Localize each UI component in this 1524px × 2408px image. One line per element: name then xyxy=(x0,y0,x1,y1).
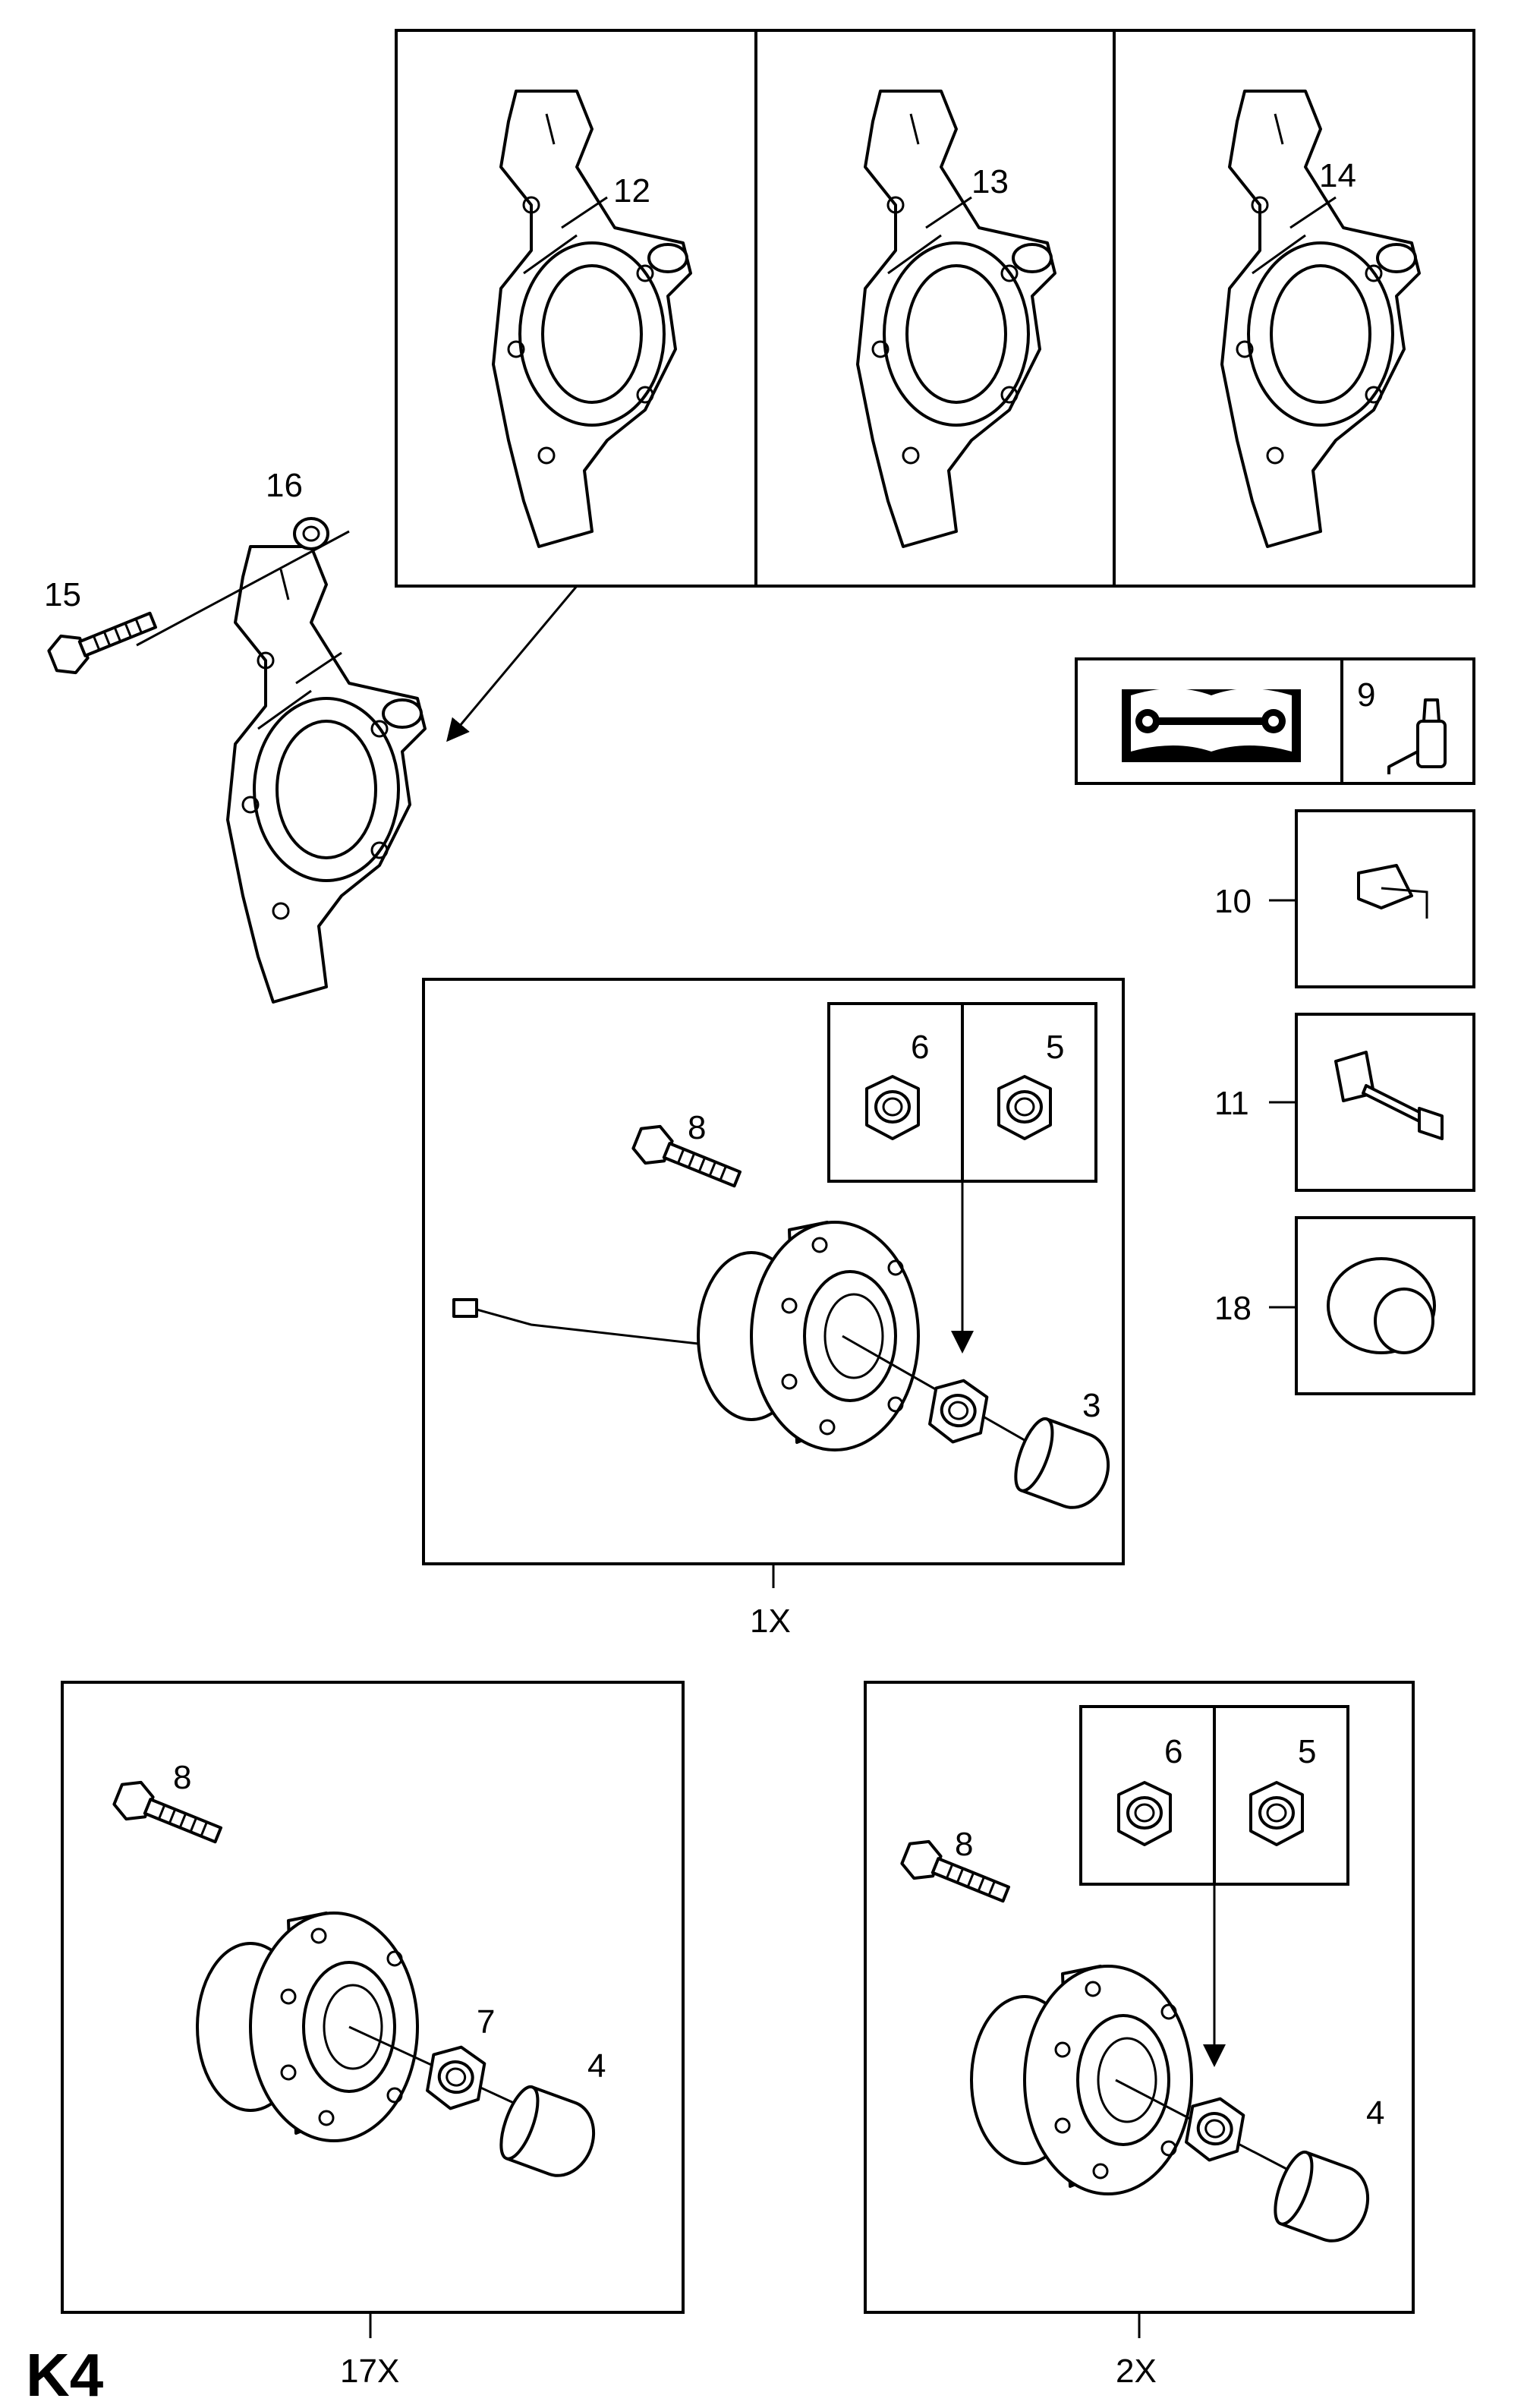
bracket-11-panel: 11 xyxy=(1214,1013,1475,1192)
steering-knuckle xyxy=(226,545,427,1004)
label-4: 4 xyxy=(1366,2094,1384,2132)
bolt-axis-line xyxy=(136,530,350,647)
label-15: 15 xyxy=(44,576,81,613)
label-18: 18 xyxy=(1214,1290,1252,1327)
label-3: 3 xyxy=(1082,1387,1100,1424)
label-6: 6 xyxy=(911,1029,929,1066)
label-4: 4 xyxy=(587,2047,606,2085)
label-9: 9 xyxy=(1357,676,1375,714)
nut-16 xyxy=(293,517,329,550)
label-13: 13 xyxy=(971,163,1009,200)
label-2x: 2X xyxy=(1116,2353,1157,2390)
wheel-hub-bearing xyxy=(196,1912,419,2142)
sealant-bottle-icon xyxy=(1387,698,1447,774)
steering-knuckle-12 xyxy=(492,90,692,548)
label-6: 6 xyxy=(1164,1733,1182,1770)
label-12: 12 xyxy=(613,172,650,210)
label-17x: 17X xyxy=(340,2353,399,2390)
cap-18-panel: 18 xyxy=(1214,1216,1475,1395)
label-8: 8 xyxy=(173,1759,191,1796)
page-code: K4 xyxy=(26,2341,104,2408)
hub-kit-17x-panel: 8 7 4 17X xyxy=(61,1681,685,2390)
nut-7 xyxy=(423,2041,489,2115)
nut-on-axis xyxy=(1182,2092,1248,2167)
clip-10-panel: 10 xyxy=(1214,809,1475,988)
label-14: 14 xyxy=(1319,157,1356,194)
service-manual-panel: 9 xyxy=(1075,657,1475,785)
label-5: 5 xyxy=(1298,1733,1316,1770)
bolt-8 xyxy=(109,1774,228,1855)
label-7: 7 xyxy=(477,2003,495,2041)
label-10: 10 xyxy=(1214,883,1252,920)
label-5: 5 xyxy=(1046,1029,1064,1066)
knuckle-variants-panel: 12 13 14 xyxy=(395,29,1475,588)
hub-kit-1x-panel: 6 5 8 3 1X xyxy=(422,978,1125,1640)
dust-cap-3 xyxy=(1006,1413,1120,1518)
dust-cap-4 xyxy=(1266,2146,1380,2252)
nut-6 xyxy=(1117,1781,1172,1846)
sensor-connector xyxy=(452,1298,478,1318)
nut-5 xyxy=(997,1075,1052,1140)
variant-arrow xyxy=(446,585,578,742)
wheel-hub-bearing xyxy=(970,1965,1193,2195)
label-8: 8 xyxy=(955,1826,973,1863)
label-8: 8 xyxy=(688,1109,706,1146)
label-1x: 1X xyxy=(750,1603,791,1640)
nut-6 xyxy=(865,1075,920,1140)
nut-5 xyxy=(1249,1781,1304,1846)
hub-kit-2x-panel: 6 5 8 4 2X xyxy=(864,1681,1415,2390)
steering-knuckle-13 xyxy=(856,90,1056,548)
manual-book-icon xyxy=(1122,689,1301,762)
bolt-15 xyxy=(43,600,162,681)
label-16: 16 xyxy=(266,467,303,504)
nut-on-axis xyxy=(925,1374,991,1448)
dust-cap-4 xyxy=(492,2081,606,2186)
label-11: 11 xyxy=(1214,1085,1249,1122)
wheel-hub-bearing xyxy=(697,1221,920,1451)
